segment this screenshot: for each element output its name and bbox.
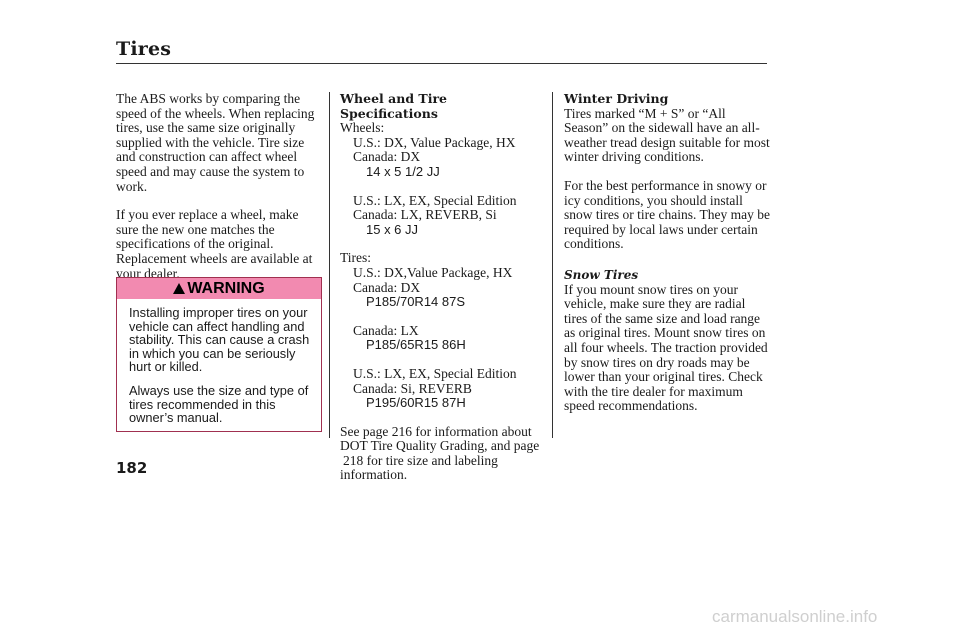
wheel-model-line: U.S.: DX, Value Package, HX [353, 134, 516, 150]
wheel-model-line: U.S.: LX, EX, Special Edition [353, 192, 517, 208]
snow-tires-subheading: Snow Tires [564, 267, 639, 282]
snow-performance-paragraph: For the best performance in snowy or icy… [564, 177, 770, 252]
abs-column: The ABS works by comparing the speed of … [116, 91, 322, 281]
page-title: Tires [116, 38, 172, 60]
warning-banner: WARNING [117, 278, 321, 299]
wheel-model-line: Canada: LX, REVERB, Si [353, 207, 497, 223]
wheel-spec: 14 x 5 1/2 JJ [366, 163, 440, 179]
tire-model-line: U.S.: DX,Value Package, HX [353, 264, 513, 280]
see-page-line: See page 216 for information about [340, 423, 532, 439]
see-page-line: information. [340, 467, 408, 483]
see-page-line: 218 for tire size and labeling [343, 452, 498, 468]
wheels-label: Wheels: [340, 120, 385, 136]
warning-text-1: Installing improper tires on your vehicl… [129, 305, 310, 375]
tire-model-line: U.S.: LX, EX, Special Edition [353, 365, 517, 381]
warning-text-2: Always use the size and type of tires re… [129, 382, 309, 426]
winter-column: Winter Driving Tires marked “M + S” or “… [564, 91, 770, 414]
snow-tires-paragraph: If you mount snow tires on your vehicle,… [564, 281, 768, 414]
warning-label: WARNING [187, 279, 265, 297]
column-divider-1 [329, 92, 330, 438]
title-divider [116, 63, 767, 64]
tires-label: Tires: [340, 250, 372, 266]
specs-heading: Wheel and Tire Specifications [340, 91, 448, 121]
tire-spec: P195/60R15 87H [366, 395, 466, 411]
abs-paragraph: The ABS works by comparing the speed of … [116, 91, 315, 194]
wheel-model-line: Canada: DX [353, 149, 421, 165]
warning-triangle-icon [173, 283, 186, 294]
tire-model-line: Canada: Si, REVERB [353, 380, 472, 396]
replacement-wheel-paragraph: If you ever replace a wheel, make sure t… [116, 207, 313, 281]
tire-model-line: Canada: DX [353, 279, 421, 295]
specifications-column: Wheel and Tire Specifications Wheels: U.… [340, 91, 545, 483]
see-page-line: DOT Tire Quality Grading, and page [340, 438, 540, 454]
tire-model-line: Canada: LX [353, 322, 419, 338]
winter-heading: Winter Driving [564, 91, 669, 106]
wheel-spec: 15 x 6 JJ [366, 221, 419, 237]
warning-text: Installing improper tires on your vehicl… [129, 306, 317, 435]
warning-box: WARNING Installing improper tires on you… [116, 277, 322, 432]
all-season-paragraph: Tires marked “M + S” or “All Season” on … [564, 105, 770, 165]
column-divider-2 [552, 92, 553, 438]
tire-spec: P185/70R14 87S [366, 294, 466, 310]
tire-spec: P185/65R15 86H [366, 337, 466, 353]
footer-watermark[interactable]: carmanualsonline.info [712, 607, 878, 626]
page-number: 182 [116, 459, 148, 477]
